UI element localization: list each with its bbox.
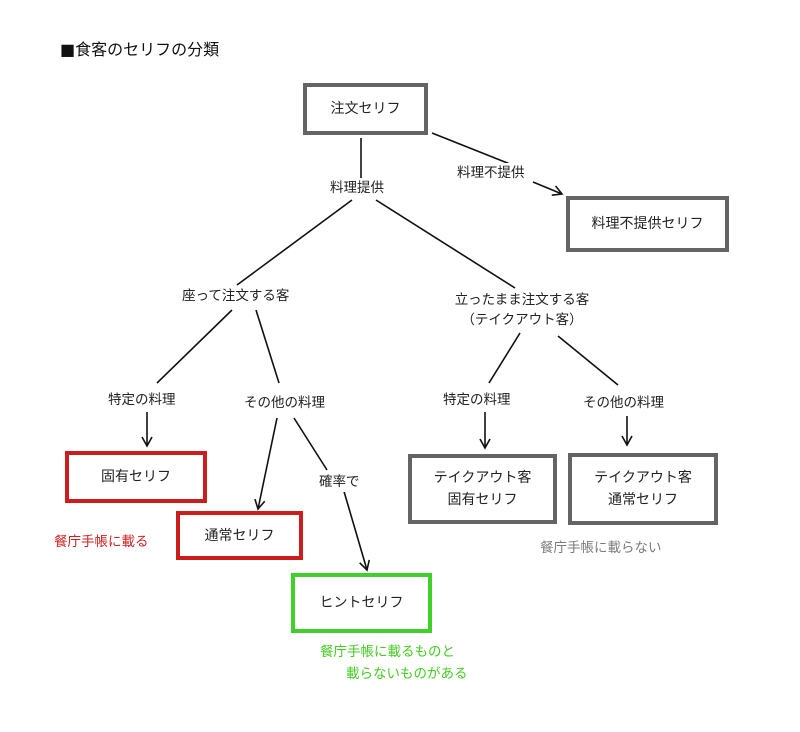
not-served-lines-label: 料理不提供セリフ — [591, 216, 704, 232]
takeout-normal-line1: テイクアウト客 — [594, 470, 692, 486]
edge-probability-to-hint — [342, 487, 371, 572]
not-in-notebook-note: 餐庁手帳に載らない — [540, 540, 662, 556]
fixed-lines-label: 固有セリフ — [101, 469, 171, 485]
edge-other-left-to-probability — [293, 417, 328, 471]
hint-lines-box: ヒントセリフ — [291, 573, 432, 633]
edge-not-served-to-box — [532, 181, 564, 196]
takeout-fixed-line1: テイクアウト客 — [433, 470, 532, 486]
probability-label: 確率で — [317, 472, 362, 492]
in-restaurant-notebook-note: 餐庁手帳に載る — [54, 534, 149, 550]
normal-lines-box: 通常セリフ — [176, 511, 303, 560]
served-label: 料理提供 — [328, 178, 386, 198]
edge-order-to-not-served — [431, 132, 521, 169]
edge-seated-to-other — [255, 309, 280, 384]
takeout-normal-line2: 通常セリフ — [608, 492, 678, 508]
takeout-fixed-lines-box: テイクアウト客 固有セリフ — [408, 454, 557, 524]
diagram-title: ■食客のセリフの分類 — [60, 40, 220, 59]
edge-served-to-seated — [236, 199, 353, 286]
edge-served-to-standing — [375, 199, 516, 289]
not-served-lines-box: 料理不提供セリフ — [566, 196, 729, 252]
edge-standing-to-specific — [488, 332, 521, 384]
other-dish-right-label: その他の料理 — [581, 393, 666, 413]
order-lines-box: 注文セリフ — [303, 83, 428, 135]
edge-standing-to-other — [557, 335, 619, 386]
other-dish-left-label: その他の料理 — [242, 393, 327, 413]
partial-notebook-note-line2: 載らないものがある — [346, 666, 468, 682]
standing-customer-label: 立ったまま注文する客 （テイクアウト客） — [438, 290, 606, 330]
seated-customer-label: 座って注文する客 — [180, 286, 292, 306]
edge-seated-to-specific — [156, 309, 233, 384]
edge-other-left-to-normal — [254, 417, 278, 511]
partial-notebook-note-line1: 餐庁手帳に載るものと — [320, 644, 455, 660]
specific-dish-right-label: 特定の料理 — [441, 390, 513, 410]
not-served-label: 料理不提供 — [455, 163, 527, 183]
standing-customer-line1: 立ったまま注文する客 — [454, 292, 590, 308]
takeout-normal-lines-box: テイクアウト客 通常セリフ — [568, 453, 718, 525]
fixed-lines-box: 固有セリフ — [65, 451, 207, 503]
takeout-fixed-line2: 固有セリフ — [447, 492, 518, 508]
standing-customer-line2: （テイクアウト客） — [461, 312, 583, 328]
specific-dish-left-label: 特定の料理 — [106, 390, 178, 410]
order-lines-label: 注文セリフ — [330, 101, 401, 117]
hint-lines-label: ヒントセリフ — [319, 595, 404, 611]
normal-lines-label: 通常セリフ — [204, 527, 275, 544]
